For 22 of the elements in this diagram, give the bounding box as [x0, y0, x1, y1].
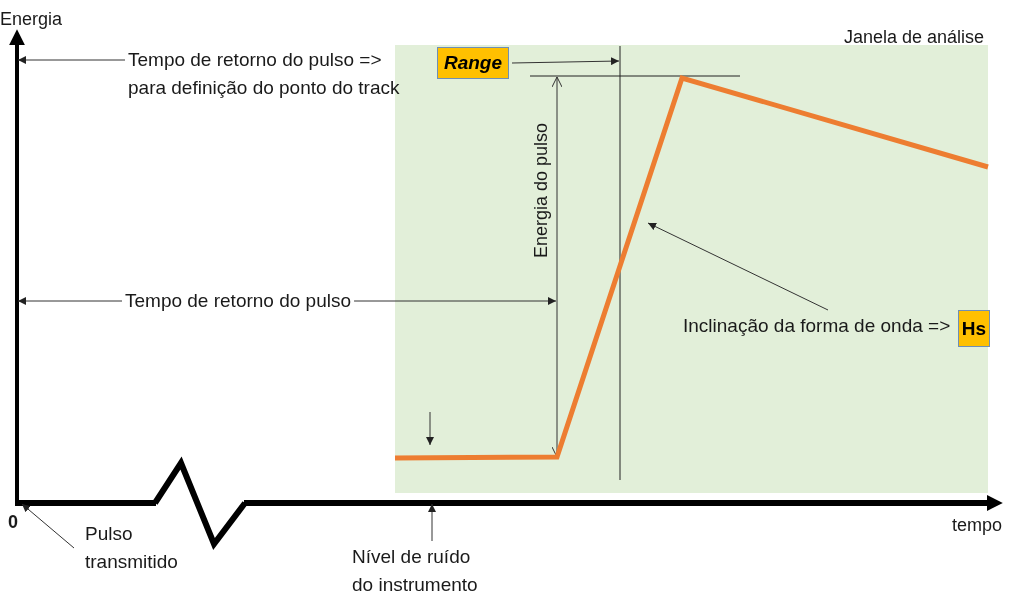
arrow [17, 56, 126, 64]
arrow [511, 57, 620, 66]
axis-label: Energia [0, 9, 63, 30]
annotation-text: Nível de ruído do instrumento [352, 545, 479, 597]
arrow [353, 297, 557, 305]
arrow [428, 503, 436, 542]
highlight-tag: Range [437, 47, 509, 79]
arrow [647, 222, 829, 311]
dimension-label: Energia do pulso [531, 122, 553, 259]
annotation-text: Tempo de retorno do pulso [125, 289, 352, 313]
axis-label: 0 [8, 512, 18, 533]
window-title: Janela de análise [843, 27, 984, 48]
annotation-text: Inclinação da forma de onda => [683, 314, 951, 338]
time-axis [12, 495, 1003, 511]
highlight-tag: Hs [958, 310, 990, 347]
annotation-text: Tempo de retorno do pulso => [128, 48, 383, 72]
annotation-text: para definição do ponto do track [128, 76, 401, 100]
annotation-text: Pulso transmitido [85, 522, 179, 574]
axis-label: tempo [952, 515, 1003, 536]
energy-axis [9, 29, 25, 501]
arrow [17, 297, 123, 305]
arrow [21, 503, 75, 549]
